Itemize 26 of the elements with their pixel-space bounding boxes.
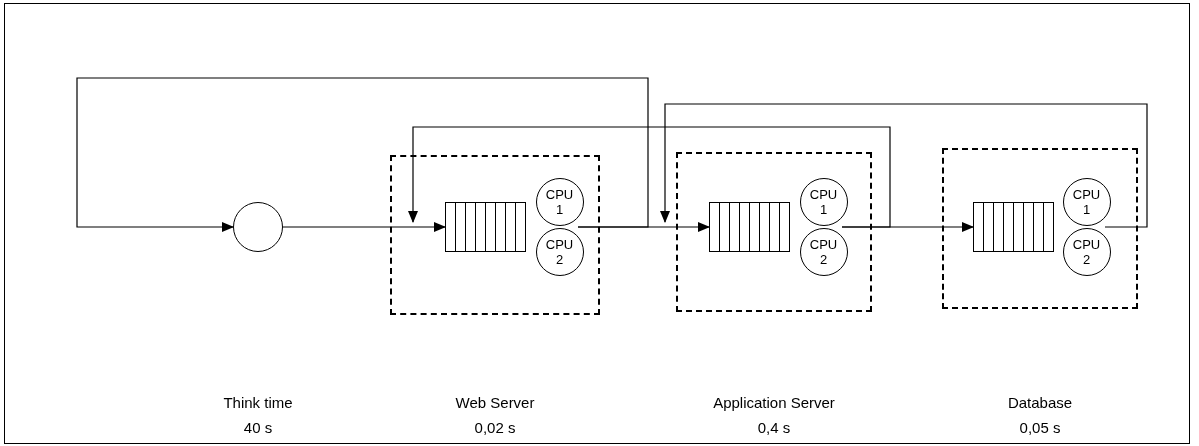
cpu-circle: CPU 1 <box>1062 177 1111 226</box>
cpu-circle: CPU 2 <box>799 227 848 276</box>
cpu-circle: CPU 2 <box>535 227 584 276</box>
delay-circle <box>233 202 283 252</box>
server-boundary <box>676 152 872 312</box>
arrow <box>76 77 649 232</box>
station-name: Application Server <box>713 393 835 411</box>
server-boundary <box>942 148 1138 309</box>
queue-box <box>708 201 790 252</box>
service-time: 0,4 s <box>757 418 791 436</box>
queue-box <box>444 201 526 252</box>
cpu-circle: CPU 1 <box>535 177 584 226</box>
cpu-circle: CPU 1 <box>799 177 848 226</box>
arrow <box>841 222 974 232</box>
arrow <box>282 222 446 232</box>
queue-box <box>972 201 1054 252</box>
service-time: 0,05 s <box>1019 418 1061 436</box>
service-time: 0,02 s <box>474 418 516 436</box>
arrow <box>660 103 1148 228</box>
server-boundary <box>390 155 600 315</box>
service-time: 40 s <box>243 418 273 436</box>
cpu-circle: CPU 2 <box>1062 227 1111 276</box>
station-name: Web Server <box>455 393 535 411</box>
station-name: Think time <box>223 393 293 411</box>
station-name: Database <box>1007 393 1073 411</box>
arrow <box>408 126 891 228</box>
